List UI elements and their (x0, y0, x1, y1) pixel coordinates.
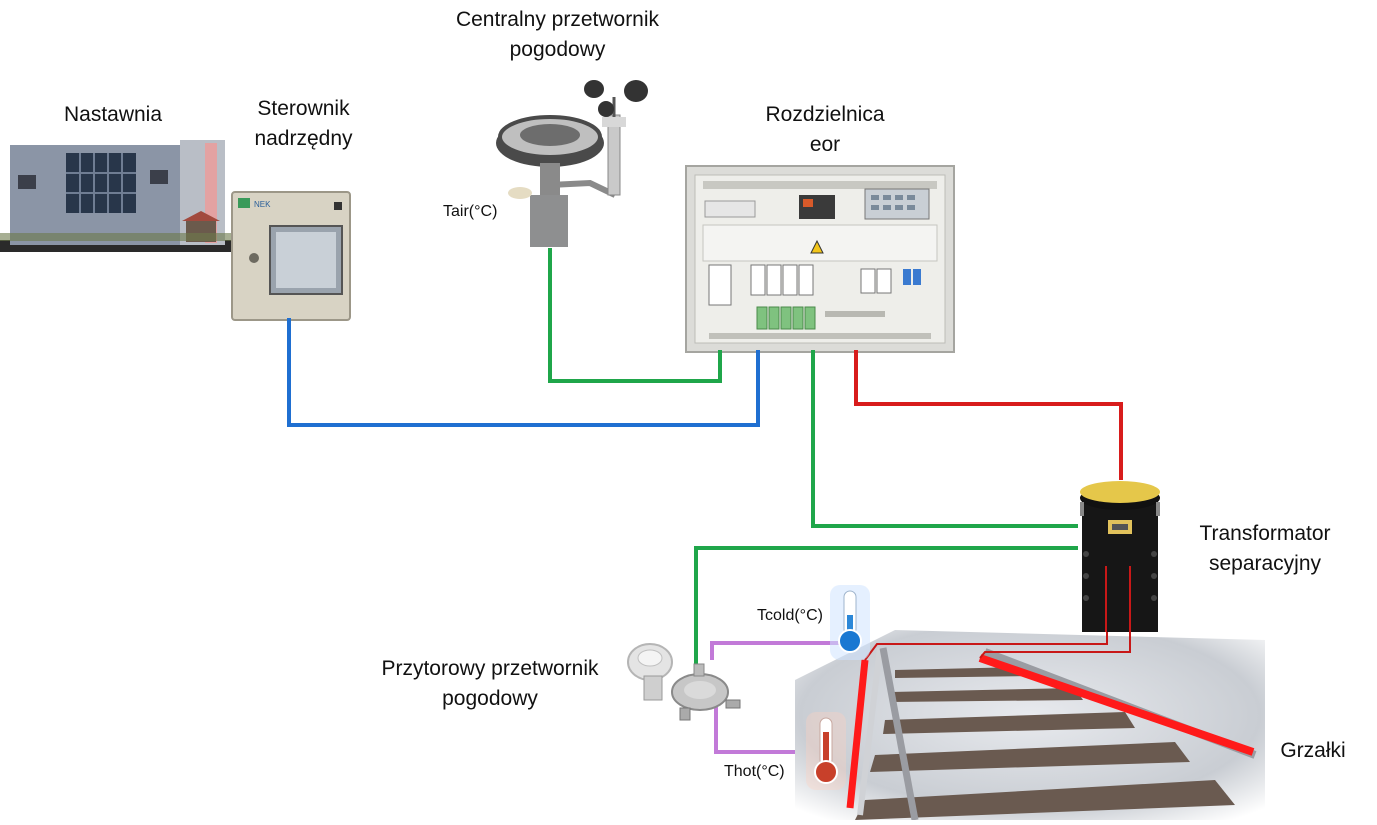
przytorowy-sensor-image (627, 643, 741, 721)
central-sensor-link-line (548, 248, 722, 383)
tair-label: Tair(°C) (443, 203, 497, 221)
sterownik-label: Sterownik nadrzędny (236, 94, 371, 154)
przytorowy-label: Przytorowy przetwornik pogodowy (360, 654, 620, 714)
railway-track-image (795, 630, 1265, 820)
przytorowy-label-line1: Przytorowy przetwornik (381, 657, 599, 680)
centralny-label: Centralny przetwornik pogodowy (425, 5, 690, 65)
nastawnia-label-text: Nastawnia (63, 103, 163, 126)
heater-feed-right (979, 630, 1131, 659)
centralny-label-line2: pogodowy (509, 38, 606, 61)
rozdzielnica-label: Rozdzielnica eor (755, 100, 895, 160)
centralny-weather-station-image (496, 80, 648, 247)
grzalki-label: Grzałki (1268, 736, 1358, 766)
centralny-label-line1: Centralny przetwornik (455, 8, 660, 31)
control-link-line (287, 318, 760, 427)
tcold-label-text: Tcold(°C) (757, 607, 823, 624)
transformator-label-line1: Transformator (1199, 522, 1331, 545)
heater-left-rail (846, 659, 869, 809)
trackside-sensor-link-line (694, 546, 1078, 675)
nastawnia-building-image (0, 140, 250, 252)
thot-sensor-line (714, 705, 815, 754)
tcold-label: Tcold(°C) (757, 607, 823, 625)
transformator-image (1080, 481, 1160, 632)
rozdzielnica-cabinet-image (685, 165, 955, 353)
nastawnia-label: Nastawnia (58, 100, 168, 130)
rozdzielnica-label-line2: eor (809, 133, 841, 156)
thot-label-text: Thot(°C) (724, 763, 785, 780)
sterownik-controller-image: NEK (231, 191, 351, 321)
power-supply-link-line (854, 350, 1123, 480)
grzalki-label-text: Grzałki (1280, 739, 1346, 762)
transformator-label-line2: separacyjny (1208, 552, 1322, 575)
heater-right-rail (978, 654, 1255, 756)
rozdzielnica-label-line1: Rozdzielnica (765, 103, 885, 126)
tcold-sensor-line (710, 641, 842, 660)
przytorowy-label-line2: pogodowy (442, 687, 538, 710)
sterownik-label-line1: Sterownik (257, 97, 350, 120)
thot-label: Thot(°C) (724, 763, 785, 781)
tcold-thermometer-icon (830, 585, 870, 660)
heater-feed-left (864, 630, 1108, 661)
transformer-signal-link-line (811, 350, 1078, 528)
sterownik-label-line2: nadrzędny (254, 127, 353, 150)
controller-brand-text: NEK (254, 200, 271, 209)
transformator-label: Transformator separacyjny (1190, 519, 1340, 579)
tair-label-text: Tair(°C) (443, 203, 498, 220)
thot-thermometer-icon (806, 712, 846, 790)
